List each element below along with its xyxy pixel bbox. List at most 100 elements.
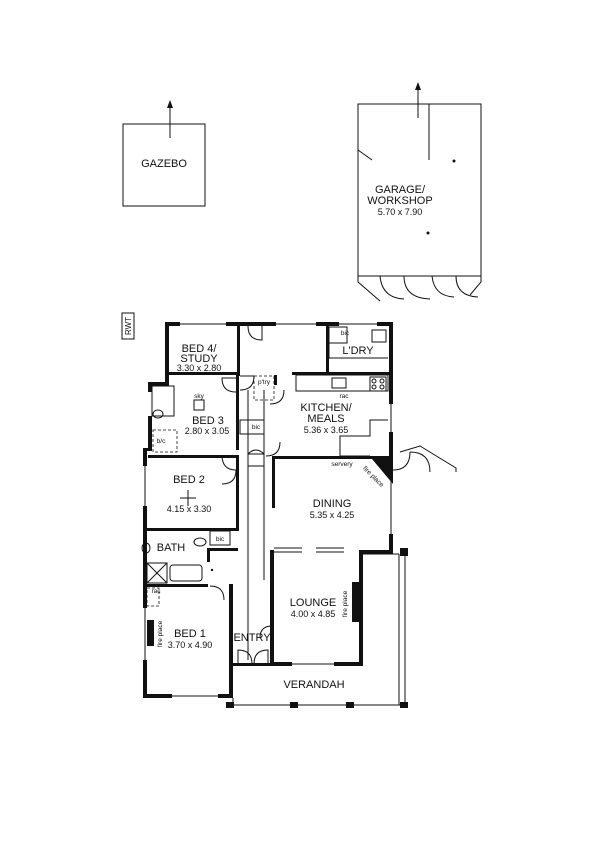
bed1-rac — [146, 587, 160, 607]
lounge-size: 4.00 x 4.85 — [291, 609, 336, 619]
wall-bed1-top — [143, 584, 208, 587]
verandah-label: VERANDAH — [283, 679, 344, 691]
laundry-bic — [328, 326, 348, 344]
hall-arch-curve — [247, 449, 265, 455]
windows — [143, 322, 393, 698]
wall-dining-left — [272, 456, 275, 508]
bed2-label: BED 2 — [173, 474, 205, 486]
rwt-label: RWT — [124, 317, 133, 335]
burner-icon — [379, 384, 385, 390]
gazebo-outline — [122, 123, 206, 207]
entry-label: ENTRY — [233, 632, 271, 644]
kitchen-label-line2: MEALS — [307, 413, 344, 425]
bed1-label: BED 1 — [174, 628, 206, 640]
gazebo-label: GAZEBO — [141, 158, 187, 170]
door-swing — [221, 469, 237, 485]
wall-bed3-bottom — [148, 455, 239, 458]
bed4-label-line1: BED 4/ — [182, 343, 218, 355]
bed3-wardrobe — [152, 429, 178, 453]
wall-bed4-bottom — [165, 372, 240, 375]
wall-laundry-left — [326, 322, 329, 372]
wall-bed4-left — [165, 322, 169, 382]
garage: GARAGE/ WORKSHOP 5.70 x 7.90 — [357, 82, 482, 302]
wall-west — [143, 448, 147, 698]
wall-kitchen-top — [292, 372, 393, 375]
garage-door-arc — [431, 275, 479, 298]
shower — [146, 562, 168, 584]
door-swing — [239, 375, 255, 391]
wall-bed2-right — [236, 458, 239, 530]
entry-door — [237, 649, 253, 665]
wall-lounge-left — [270, 550, 274, 666]
gazebo: GAZEBO — [122, 100, 206, 207]
entry-door — [253, 649, 269, 665]
wall-entry-bottom — [229, 663, 274, 666]
wall-bed4-right — [237, 322, 240, 376]
shower-cross — [146, 562, 168, 584]
kitchen-label-line1: KITCHEN/ — [300, 402, 352, 414]
doors — [209, 325, 457, 665]
door-swing — [209, 585, 225, 601]
skylight — [193, 399, 205, 411]
garage-label-line1: GARAGE/ — [375, 184, 426, 196]
laundry-trough — [371, 329, 387, 343]
side-door-leaf — [399, 445, 457, 472]
toilet-icon — [152, 409, 164, 419]
burner-icon — [371, 378, 377, 384]
kitchen-island — [339, 419, 388, 456]
annotations: bic b/c bic bic p'try rac rac servery fi… — [151, 330, 385, 647]
room-labels: BED 4/ STUDY 3.30 x 2.80 L'DRY BED 3 2.8… — [157, 343, 375, 691]
kitchen-sink — [331, 377, 347, 389]
wall-bath-top — [208, 548, 238, 551]
dining-fireplace — [372, 459, 393, 484]
north-arrow-head-icon — [167, 100, 173, 108]
wall-pantry — [274, 375, 277, 385]
wall-step2 — [143, 448, 152, 451]
verandah-post — [346, 702, 354, 708]
verandah — [226, 548, 408, 708]
rwt-box — [121, 312, 135, 340]
verandah-post — [400, 548, 408, 556]
kitchen-rac-label: rac — [339, 393, 349, 400]
wall-bed1-right — [229, 584, 233, 698]
bed1-rac-label: rac — [151, 588, 161, 595]
laundry-bench — [328, 343, 388, 359]
servery-label: servery — [331, 461, 353, 468]
door-swing — [221, 454, 237, 471]
bed1-size: 3.70 x 4.90 — [168, 640, 213, 650]
garage-post-dot — [452, 159, 456, 163]
verandah-post — [290, 702, 298, 708]
door-swing — [265, 441, 281, 457]
garage-door-swing — [357, 149, 373, 161]
bed3-ensuite — [151, 385, 175, 417]
north-arrow-head-icon — [415, 82, 421, 90]
pantry-label: p'try — [258, 379, 271, 386]
garage-label-line2: WORKSHOP — [367, 195, 432, 207]
dining-label: DINING — [313, 498, 352, 510]
bath-label: BATH — [157, 542, 186, 554]
door-swing — [221, 377, 237, 393]
garage-post-dot — [426, 231, 430, 235]
cooktop — [369, 376, 387, 392]
wall-bed3-right — [236, 372, 239, 450]
sky-dot — [210, 568, 214, 572]
door-swing — [259, 625, 273, 639]
bed3-bic-label: b/c — [157, 438, 166, 445]
bed1-fireplace — [147, 620, 154, 646]
garage-door-arc — [379, 275, 431, 300]
side-door — [392, 451, 411, 471]
basin-icon — [193, 537, 207, 547]
fixtures — [141, 326, 393, 646]
kitchen-bench — [295, 374, 389, 392]
window — [148, 392, 152, 416]
rwt-tank: RWT — [121, 312, 135, 340]
bed4-size: 3.30 x 2.80 — [177, 363, 222, 373]
side-door — [409, 451, 431, 473]
door-swing — [269, 389, 285, 405]
verandah-post — [400, 702, 408, 708]
dining-size: 5.35 x 4.25 — [310, 510, 355, 520]
garage-size: 5.70 x 7.90 — [378, 207, 423, 217]
kitchen-size: 5.36 x 3.65 — [304, 425, 349, 435]
wall-bath-right — [207, 548, 210, 562]
